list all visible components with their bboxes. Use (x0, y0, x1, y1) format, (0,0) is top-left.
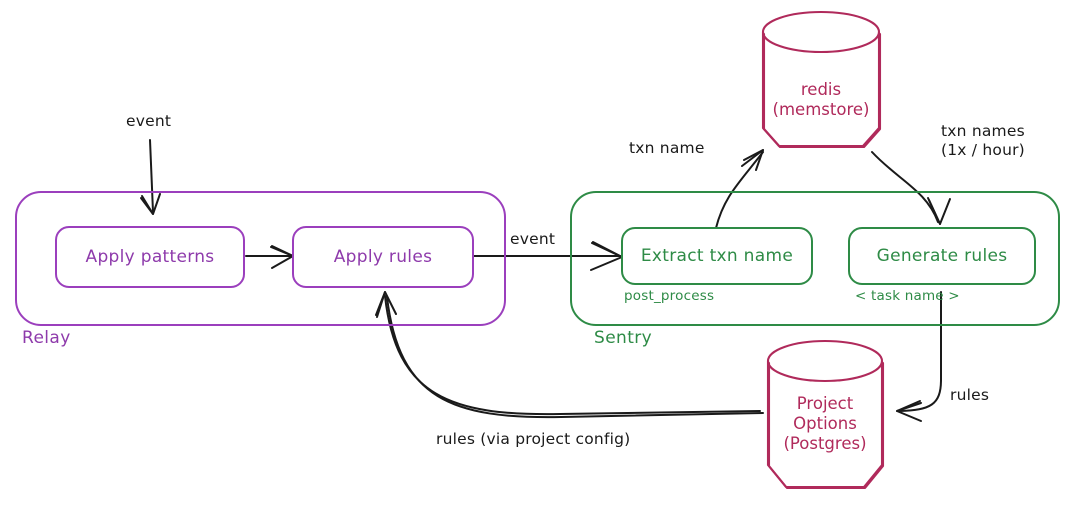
edge-label-event-to-sentry: event (510, 230, 556, 248)
group-sentry[interactable] (570, 191, 1060, 326)
group-relay[interactable] (15, 191, 506, 326)
node-extract-txn-name[interactable]: Extract txn name (621, 227, 813, 285)
group-relay-label: Relay (22, 328, 71, 348)
edge-label-txn-name: txn name (629, 139, 705, 157)
node-apply-patterns[interactable]: Apply patterns (55, 226, 245, 288)
edge-label-txn-names-line-1: txn names (941, 122, 1025, 140)
edge-label-rules: rules (950, 386, 990, 404)
node-generate-rules-sublabel: < task name > (855, 288, 960, 304)
datastore-project-options[interactable]: Project Options (Postgres) (758, 337, 892, 497)
node-extract-txn-name-sublabel: post_process (624, 288, 715, 304)
datastore-redis[interactable]: redis (memstore) (755, 8, 887, 156)
node-apply-patterns-label: Apply patterns (85, 247, 215, 267)
edge-label-txn-names: txn names (1x / hour) (941, 122, 1025, 159)
node-generate-rules-label: Generate rules (876, 246, 1008, 266)
node-extract-txn-name-label: Extract txn name (640, 246, 794, 266)
node-generate-rules[interactable]: Generate rules (848, 227, 1036, 285)
edge-label-rules-via-project-config: rules (via project config) (436, 430, 631, 448)
edge-label-event-in: event (126, 112, 172, 130)
group-sentry-label: Sentry (594, 328, 653, 348)
node-apply-rules[interactable]: Apply rules (292, 226, 474, 288)
edge-label-txn-names-line-2: (1x / hour) (941, 140, 1025, 159)
node-apply-rules-label: Apply rules (333, 247, 433, 267)
